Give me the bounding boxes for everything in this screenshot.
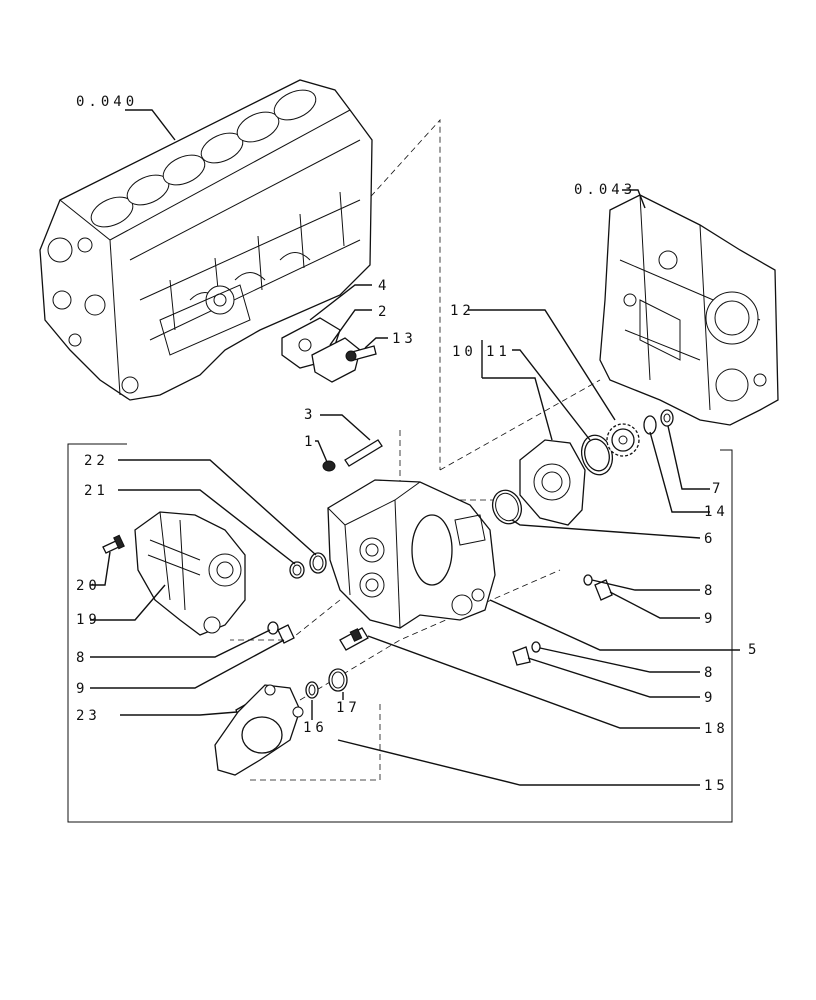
callout-11: 11 bbox=[486, 344, 511, 360]
callout-18: 18 bbox=[704, 721, 729, 737]
callout-9-upper: 9 bbox=[704, 611, 716, 627]
o-ring-part-8-left bbox=[267, 621, 279, 635]
callout-23: 23 bbox=[76, 708, 101, 724]
plug-part-9-upper bbox=[594, 579, 613, 601]
sensor-part-18 bbox=[339, 627, 369, 651]
seal-part-21 bbox=[289, 561, 305, 579]
plug-part-9-left bbox=[277, 624, 295, 644]
callout-10: 10 bbox=[452, 344, 477, 360]
callout-21: 21 bbox=[84, 483, 109, 499]
callout-8-upper: 8 bbox=[704, 583, 716, 599]
callout-8-lower: 8 bbox=[704, 665, 716, 681]
callout-15: 15 bbox=[704, 778, 729, 794]
callout-14: 14 bbox=[704, 504, 729, 520]
callout-3: 3 bbox=[304, 407, 316, 423]
o-ring-part-11 bbox=[580, 434, 614, 476]
ring-part-16 bbox=[305, 681, 319, 699]
callout-2: 2 bbox=[378, 304, 390, 320]
washer-part-14 bbox=[643, 415, 657, 435]
callout-8-left: 8 bbox=[76, 650, 88, 666]
reference-label-timing-case: 0.043 bbox=[574, 182, 636, 198]
callout-9-left: 9 bbox=[76, 681, 88, 697]
o-ring-part-8-upper bbox=[583, 574, 593, 586]
labels: 0.040 0.043 4 2 13 12 10 11 3 1 22 21 7 … bbox=[76, 94, 760, 794]
screw-part-20 bbox=[102, 534, 125, 554]
callout-7: 7 bbox=[712, 481, 724, 497]
valve-part-15 bbox=[214, 684, 304, 776]
bolt-part-13 bbox=[345, 345, 377, 362]
plug-part-9-lower bbox=[512, 646, 531, 666]
callout-12: 12 bbox=[450, 303, 475, 319]
stud-part-3 bbox=[344, 439, 383, 467]
leader-lines bbox=[90, 109, 740, 786]
ring-part-17 bbox=[328, 668, 348, 692]
callout-6: 6 bbox=[704, 531, 716, 547]
reference-label-engine-block: 0.040 bbox=[76, 94, 138, 110]
callout-4: 4 bbox=[378, 278, 390, 294]
injection-pump-part-5 bbox=[327, 479, 496, 629]
callout-17: 17 bbox=[336, 700, 361, 716]
engine-block bbox=[39, 79, 373, 401]
callout-9-lower: 9 bbox=[704, 690, 716, 706]
o-ring-part-8-lower bbox=[531, 641, 541, 653]
callout-16: 16 bbox=[303, 720, 328, 736]
seal-part-22 bbox=[309, 552, 327, 574]
callout-1: 1 bbox=[304, 434, 316, 450]
nut-part-1 bbox=[322, 460, 336, 472]
callout-13: 13 bbox=[392, 331, 417, 347]
gear-part-12 bbox=[606, 423, 640, 457]
callout-22: 22 bbox=[84, 453, 109, 469]
callout-5: 5 bbox=[748, 642, 760, 658]
assembly-frame bbox=[67, 443, 733, 823]
timing-case bbox=[599, 194, 779, 426]
o-ring-part-6 bbox=[491, 489, 523, 525]
callout-20: 20 bbox=[76, 578, 101, 594]
flange-part-10 bbox=[519, 439, 586, 526]
nut-part-7 bbox=[660, 409, 674, 427]
pump-cover-part-19 bbox=[134, 511, 246, 636]
callout-19: 19 bbox=[76, 612, 101, 628]
plate-part-2 bbox=[311, 337, 361, 383]
